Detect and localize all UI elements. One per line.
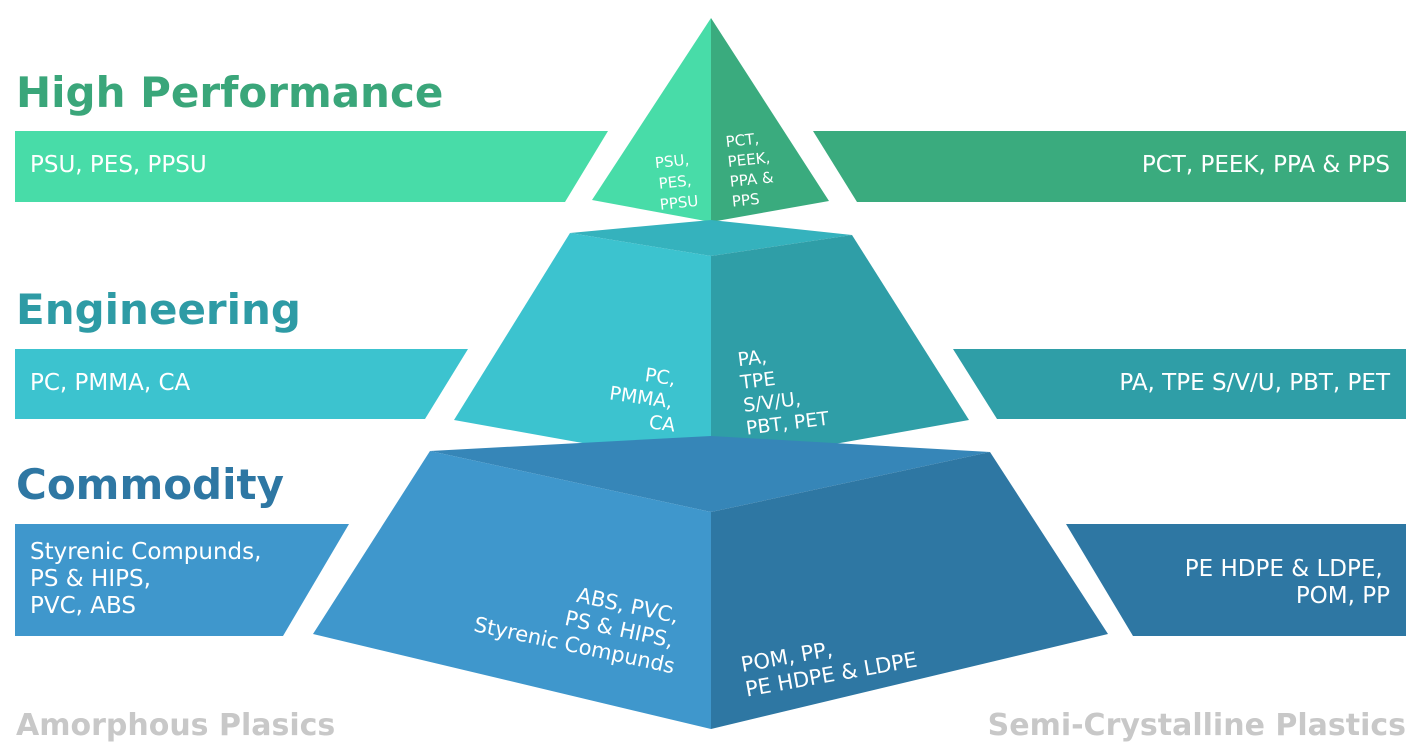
- pyramid-commodity-left-face: [313, 451, 711, 729]
- tier-title-commodity: Commodity: [16, 460, 284, 509]
- pyramid-commodity-right-face: [711, 452, 1108, 729]
- band-engineering-right: [953, 349, 1406, 419]
- band-high-left: [15, 131, 608, 202]
- pyramid-engineering-top-face: [570, 220, 852, 256]
- pyramid-commodity-top-face: [430, 436, 990, 512]
- tier-title-high-performance: High Performance: [16, 68, 443, 117]
- band-commodity-right: [1066, 524, 1406, 636]
- face-high-right-label: PCT, PEEK, PPA & PPS: [725, 128, 782, 211]
- band-engineering-right-label: PA, TPE S/V/U, PBT, PET: [1119, 370, 1391, 396]
- band-high-right: [813, 131, 1406, 202]
- band-engineering-left-label: PC, PMMA, CA: [30, 370, 191, 396]
- face-high-left-label: PSU, PES, PPSU: [654, 150, 699, 214]
- footer-amorphous-label: Amorphous Plasics: [16, 708, 335, 743]
- band-high-right-label: PCT, PEEK, PPA & PPS: [1142, 152, 1390, 178]
- band-commodity-left: [15, 524, 349, 636]
- band-commodity-left-label: Styrenic Compunds, PS & HIPS, PVC, ABS: [30, 539, 269, 619]
- band-high-left-label: PSU, PES, PPSU: [30, 152, 207, 178]
- pyramid-engineering-right-face: [711, 235, 969, 466]
- footer-semicrystalline-label: Semi-Crystalline Plastics: [988, 708, 1406, 743]
- face-engineering-left-label: PC, PMMA, CA: [605, 360, 683, 437]
- pyramid-high-right-face: [711, 18, 829, 222]
- band-commodity-right-label: PE HDPE & LDPE, POM, PP: [1185, 556, 1390, 609]
- pyramid-engineering-left-face: [454, 233, 711, 466]
- pyramid-high-left-face: [592, 18, 711, 222]
- tier-title-engineering: Engineering: [16, 285, 301, 334]
- band-engineering-left: [15, 349, 468, 419]
